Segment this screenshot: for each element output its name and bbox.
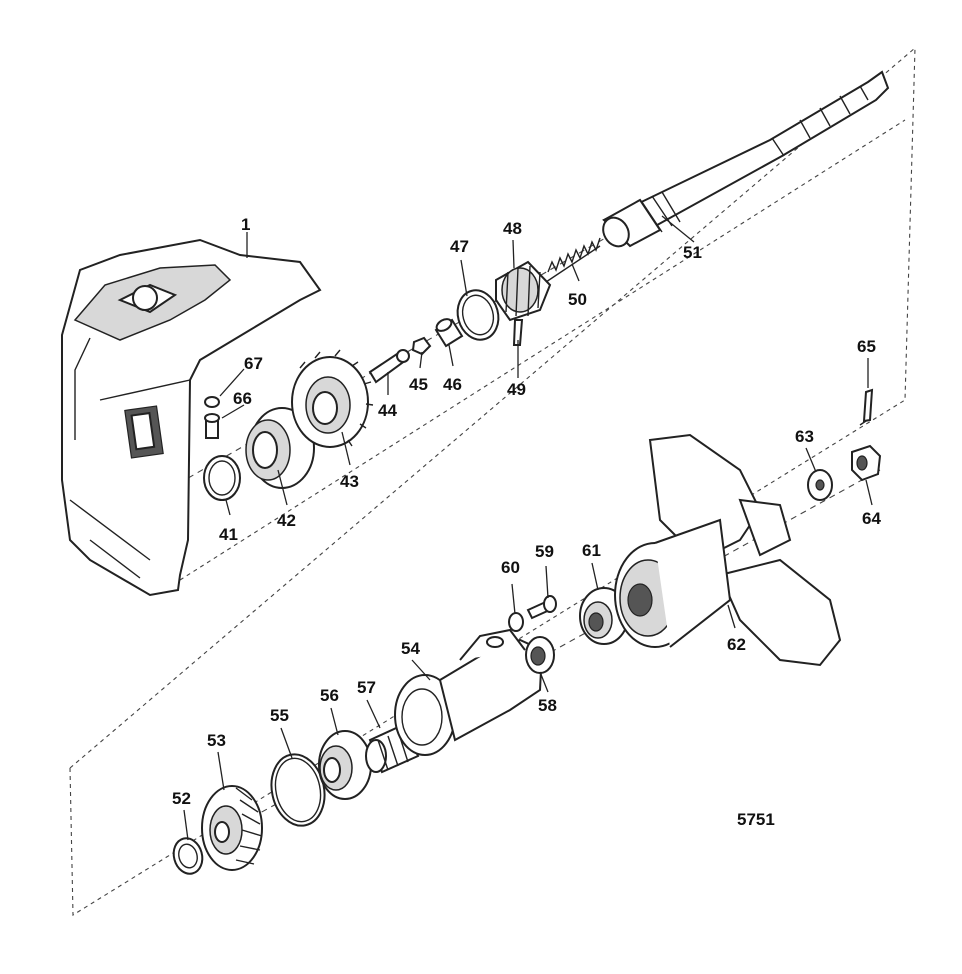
leader-lines <box>183 215 873 841</box>
clutch-dog-illustration <box>291 349 374 448</box>
callout-67: 67 <box>244 354 263 373</box>
callout-1: 1 <box>241 215 250 234</box>
washer-63-illustration <box>807 469 833 501</box>
bearing-carrier-illustration <box>394 628 544 756</box>
o-ring-illustration <box>270 753 326 827</box>
propeller-illustration <box>614 433 842 667</box>
retaining-ring-illustration <box>456 289 500 341</box>
callout-56: 56 <box>320 686 339 705</box>
washer-67-illustration <box>204 396 220 408</box>
bevel-gear-illustration <box>201 785 263 871</box>
propeller-nut-illustration <box>851 444 882 482</box>
callout-53: 53 <box>207 731 226 750</box>
pin-illustration <box>512 319 524 346</box>
callout-47: 47 <box>450 237 469 256</box>
drive-shaft-illustration <box>602 70 890 248</box>
callout-51: 51 <box>683 243 702 262</box>
spring-retainer-illustration <box>411 336 432 356</box>
spring-illustration <box>545 237 601 283</box>
callout-44: 44 <box>378 401 397 420</box>
pinion-gear-illustration <box>495 260 552 322</box>
callout-61: 61 <box>582 541 601 560</box>
callout-66: 66 <box>233 389 252 408</box>
callout-65: 65 <box>857 337 876 356</box>
callout-48: 48 <box>503 219 522 238</box>
callout-45: 45 <box>409 375 428 394</box>
callout-57: 57 <box>357 678 376 697</box>
reference-number: 5751 <box>737 810 775 829</box>
bushing-illustration <box>434 318 464 348</box>
screw-66-illustration <box>204 413 220 439</box>
assembly-boundary <box>69 46 916 916</box>
callout-58: 58 <box>538 696 557 715</box>
cotter-pin-illustration <box>859 388 874 426</box>
callout-55: 55 <box>270 706 289 725</box>
callout-42: 42 <box>277 511 296 530</box>
callout-54: 54 <box>401 639 420 658</box>
screw-59-illustration <box>526 595 557 620</box>
roller-bearing-illustration <box>318 730 372 800</box>
callout-46: 46 <box>443 375 462 394</box>
thrust-washer-illustration <box>172 837 204 875</box>
callout-63: 63 <box>795 427 814 446</box>
callout-41: 41 <box>219 525 238 544</box>
seal-ring-illustration <box>203 455 241 501</box>
callout-52: 52 <box>172 789 191 808</box>
callout-60: 60 <box>501 558 520 577</box>
callout-64: 64 <box>862 509 881 528</box>
callout-50: 50 <box>568 290 587 309</box>
callout-62: 62 <box>727 635 746 654</box>
washer-60-illustration <box>508 612 524 632</box>
cam-follower-illustration <box>368 349 410 384</box>
callout-labels: 1 41 42 43 44 45 46 47 48 49 50 51 52 53… <box>172 215 881 829</box>
oil-seal-illustration <box>525 636 555 674</box>
gear-housing-illustration <box>61 238 322 597</box>
callout-49: 49 <box>507 380 526 399</box>
callout-59: 59 <box>535 542 554 561</box>
callout-43: 43 <box>340 472 359 491</box>
